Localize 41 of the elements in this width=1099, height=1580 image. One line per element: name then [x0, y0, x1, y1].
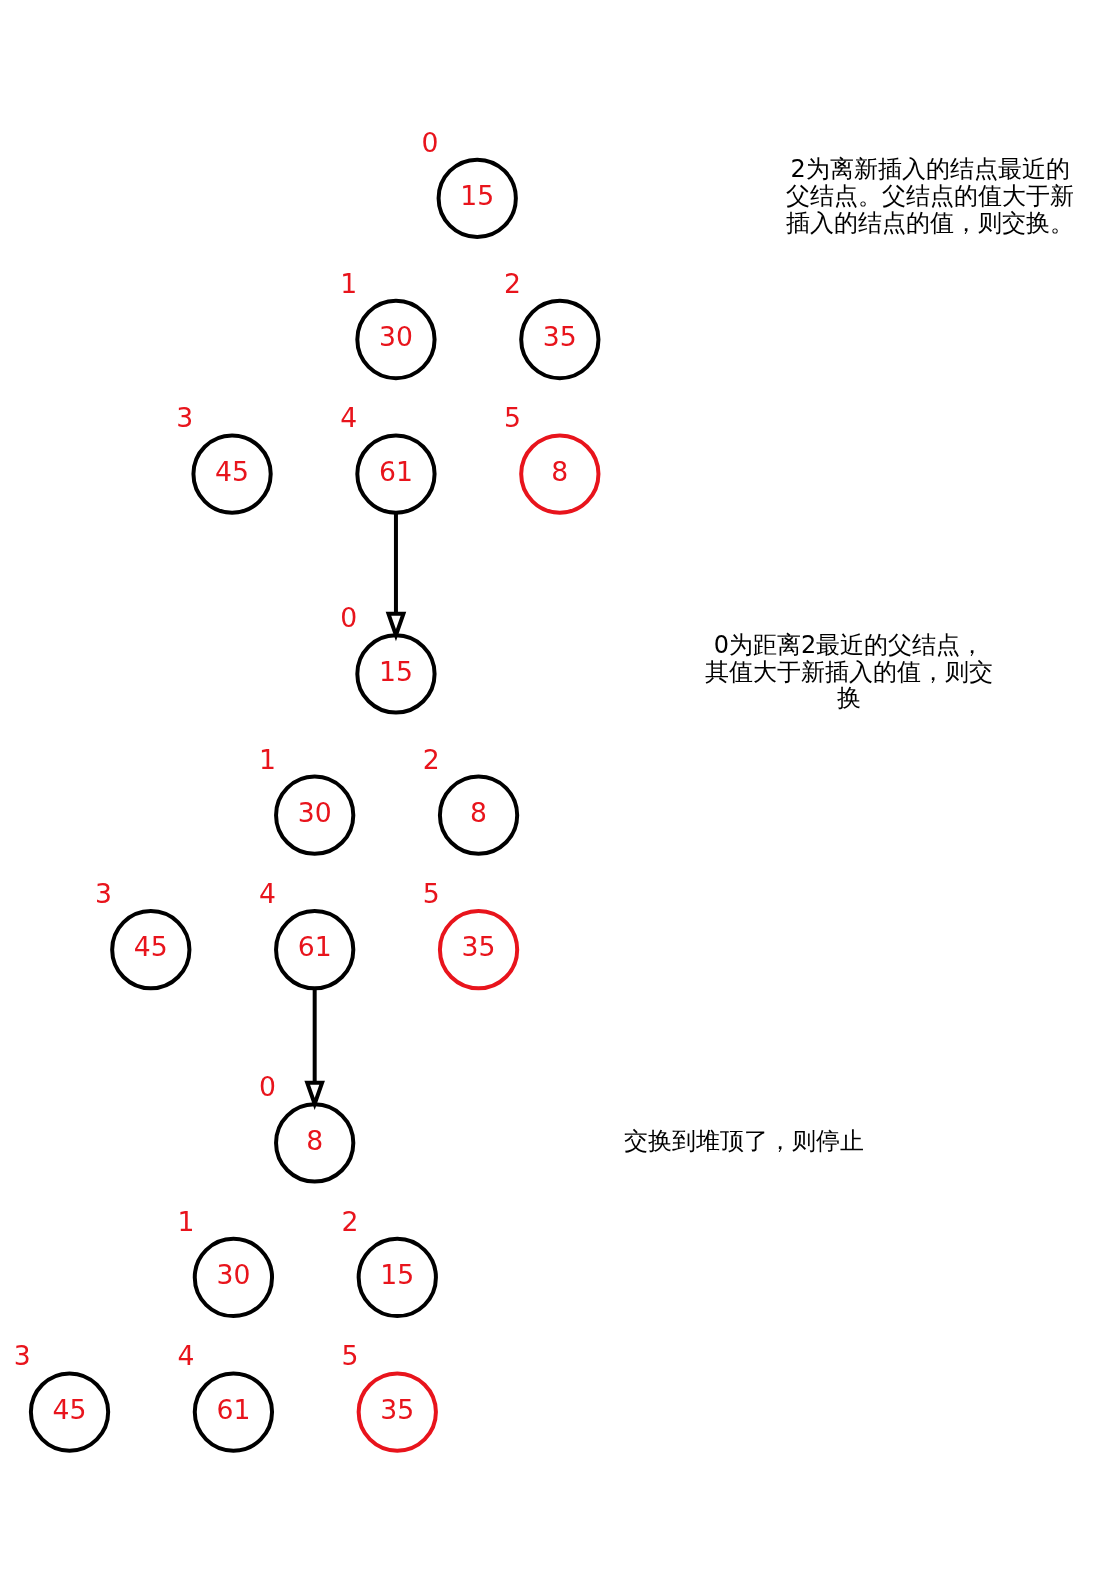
node-label: 3: [13, 1339, 31, 1371]
label: 2为离新插入的结点最近的父结点。父结点的值大于新插入的结点的值，则交换。: [786, 154, 1075, 237]
node-circle: 35: [519, 298, 601, 380]
node-circle: 61: [274, 908, 356, 990]
node-label: 0: [421, 126, 439, 158]
node-label: 0: [258, 1070, 276, 1102]
node-circle: 61: [192, 1370, 275, 1453]
node-label: 4: [340, 401, 358, 433]
node-circle: 30: [192, 1236, 275, 1318]
arrow: [304, 988, 325, 1110]
node-label: 1: [258, 743, 276, 775]
node-label: 0: [340, 601, 358, 633]
node-label: 4: [177, 1339, 195, 1371]
node-circle: 35: [437, 908, 520, 990]
node-label: 3: [95, 877, 112, 909]
node-circle: 30: [355, 298, 437, 380]
label: 交换到堆顶了，则停止: [623, 1126, 864, 1155]
node-label: 2: [422, 743, 440, 775]
node-circle: 30: [274, 774, 356, 856]
node-circle: 15: [356, 1236, 438, 1318]
node-circle: 45: [110, 908, 192, 990]
node-label: 3: [176, 401, 194, 433]
node-label: 1: [340, 267, 358, 299]
node-circle: 8: [274, 1101, 356, 1184]
node-circle: 15: [355, 632, 437, 715]
node-circle: 8: [437, 774, 520, 856]
node-label: 5: [504, 401, 521, 433]
node-circle: 15: [436, 157, 518, 239]
node-circle: 45: [28, 1370, 111, 1453]
node-label: 1: [177, 1205, 195, 1237]
node-label: 5: [422, 877, 440, 909]
node-label: 4: [258, 877, 276, 909]
node-circle: 45: [191, 432, 273, 515]
label: 0为距离2最近的父结点，其值大于新插入的值，则交换: [704, 630, 993, 712]
node-label: 5: [341, 1339, 359, 1371]
node-label: 2: [504, 267, 521, 299]
arrow: [385, 512, 407, 641]
node-circle: 35: [356, 1370, 438, 1453]
node-circle: 8: [519, 432, 601, 515]
node-label: 2: [341, 1205, 359, 1237]
node-circle: 61: [355, 432, 437, 515]
